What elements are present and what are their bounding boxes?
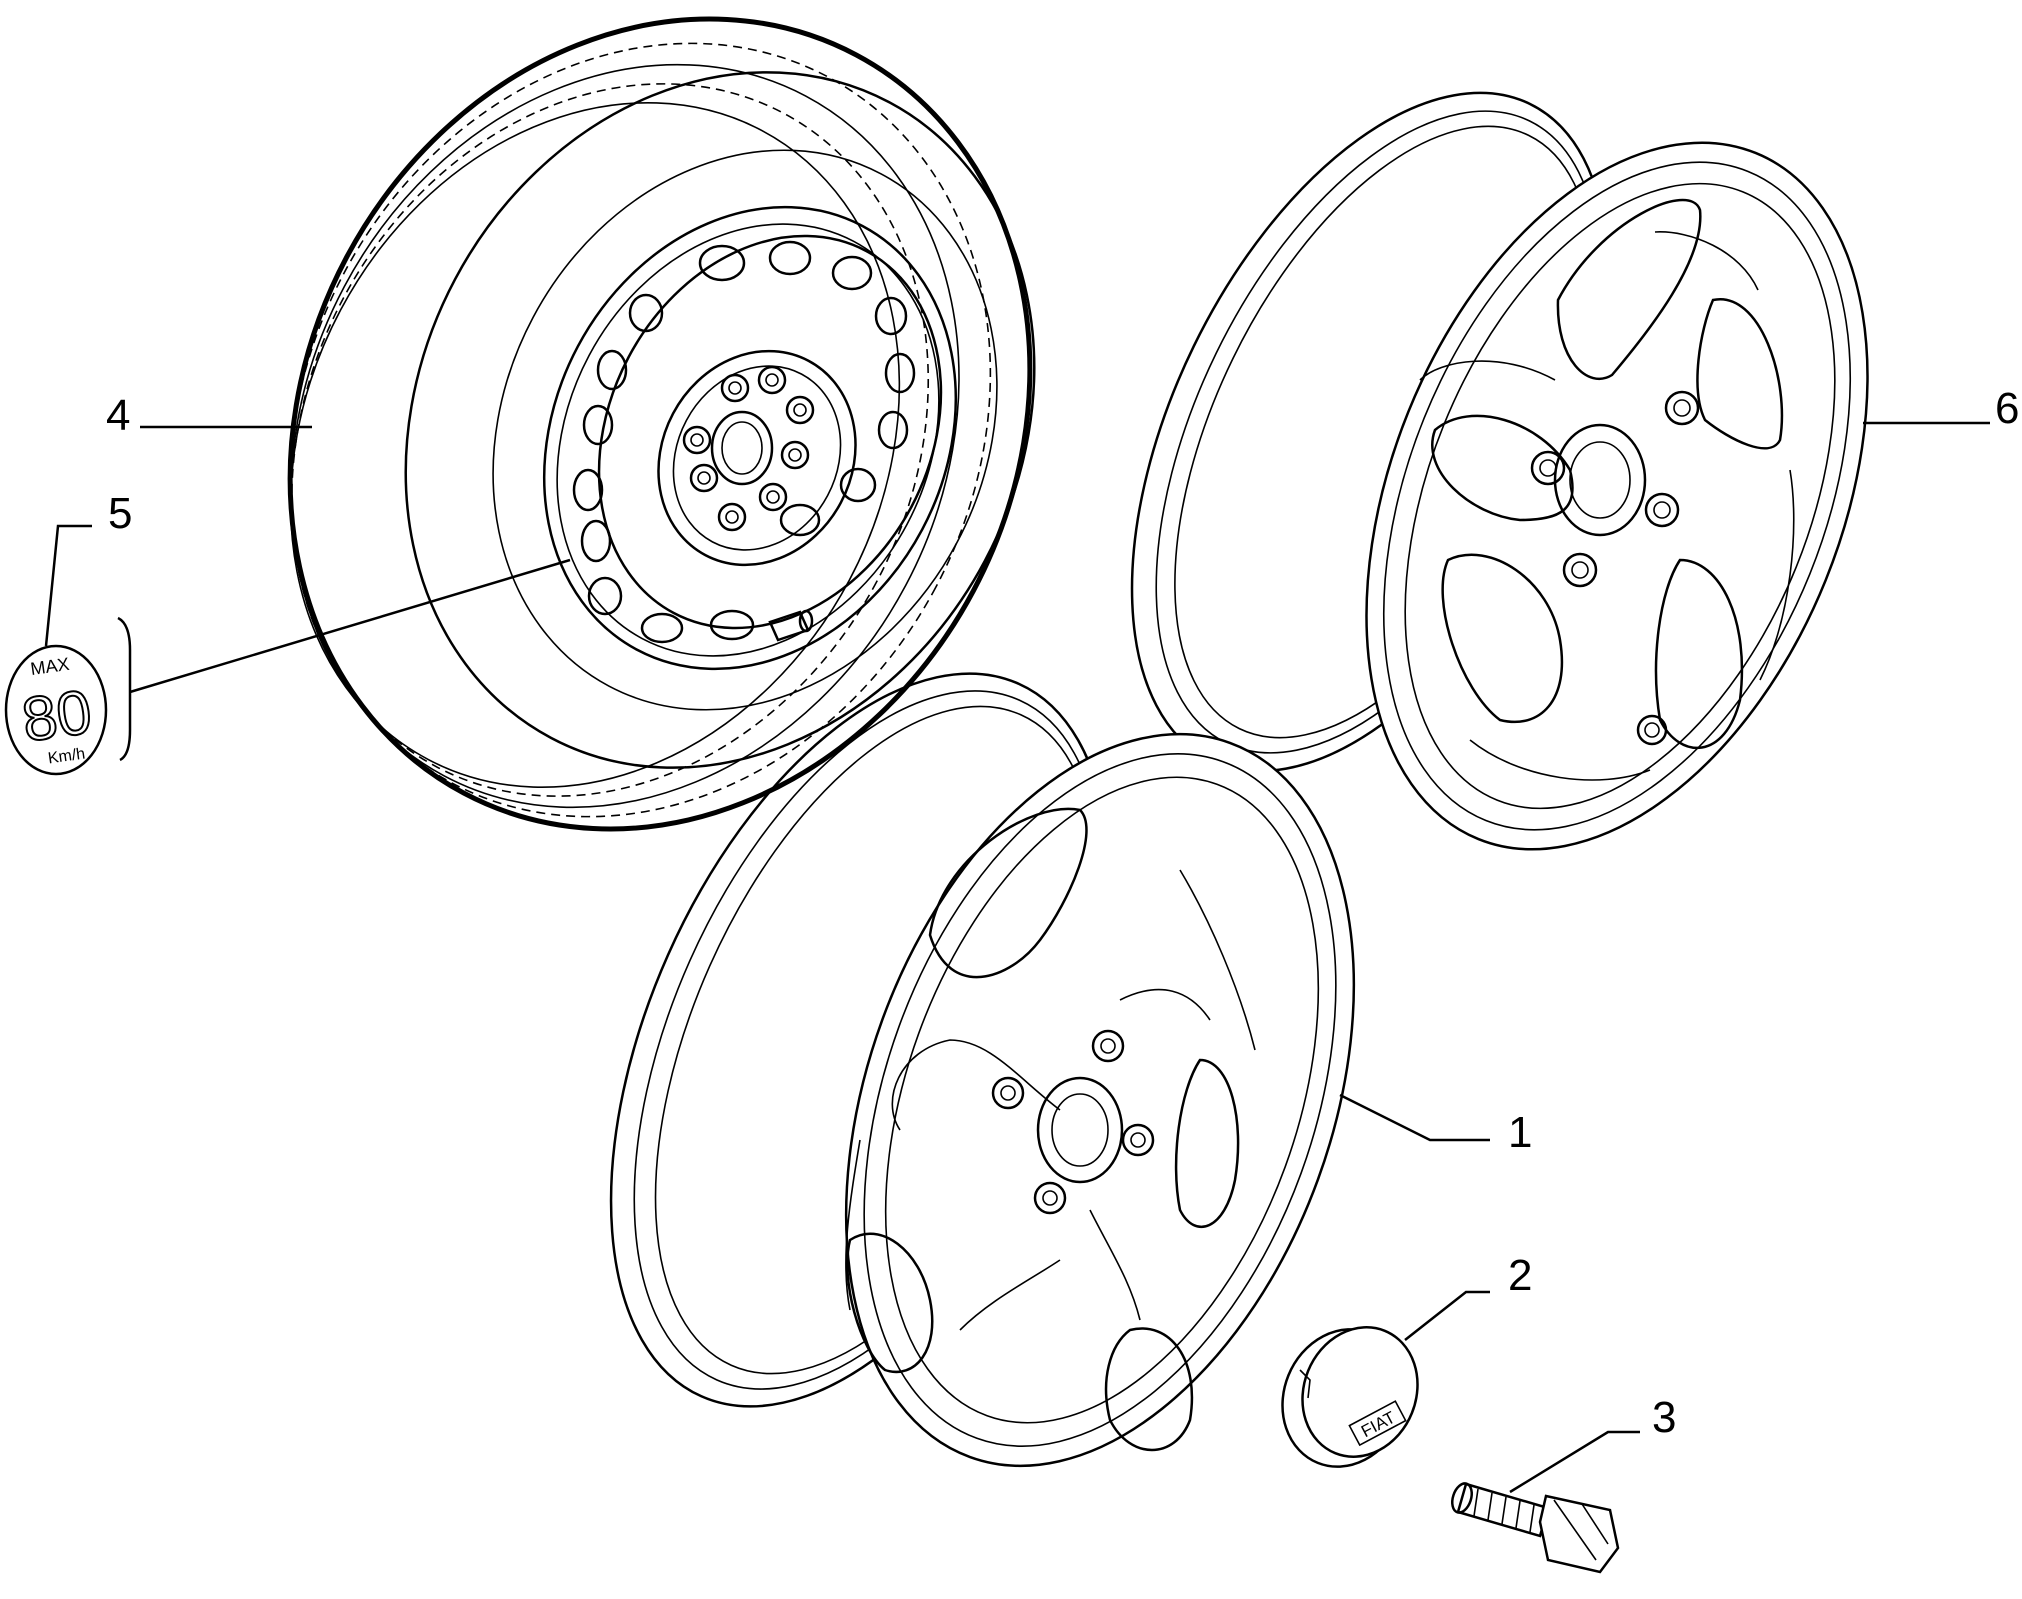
callout-1: 1 (1508, 1108, 1532, 1157)
alloy-wheel-lower (609, 672, 1356, 1468)
callouts: 4 5 6 1 2 3 (106, 384, 2019, 1442)
hub-cap: FIAT (1281, 1326, 1419, 1468)
label-unit-text: Km/h (47, 745, 86, 767)
callout-2: 2 (1508, 1251, 1532, 1300)
callout-3: 3 (1652, 1393, 1676, 1442)
callout-5: 5 (108, 489, 132, 538)
callout-6: 6 (1995, 384, 2019, 433)
wheel-bolt-holes (682, 365, 815, 532)
wheel-bolt (1451, 1482, 1620, 1574)
rim-vent-holes (572, 240, 916, 644)
hub-cap-logo-frame (1348, 1400, 1407, 1447)
label-max-text: MAX (29, 654, 70, 679)
callout-4: 4 (106, 391, 130, 440)
spare-wheel-with-tyre (287, 16, 1036, 832)
label-speed-value: 80 (18, 677, 96, 755)
leader-lines (44, 421, 1990, 1494)
speed-limit-label: MAX 80 Km/h (4, 644, 108, 776)
